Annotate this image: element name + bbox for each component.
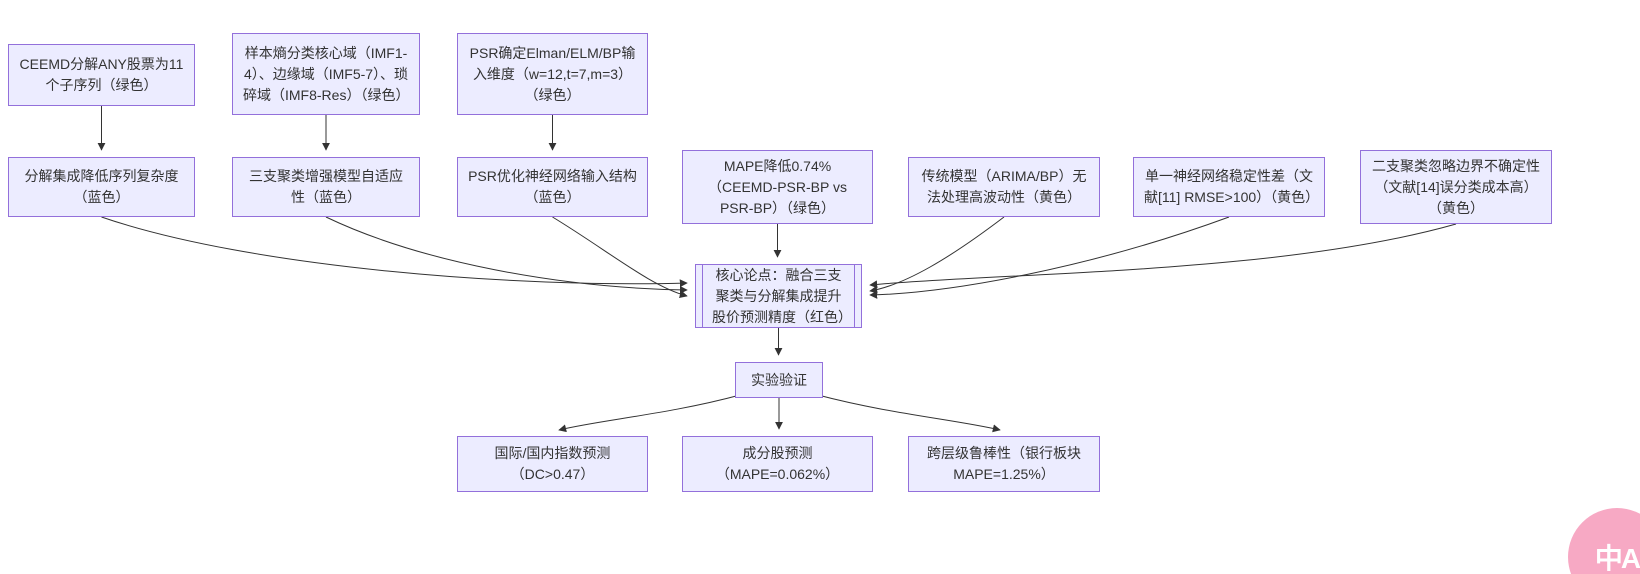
node-index-prediction: 国际/国内指数预测（DC>0.47）	[457, 436, 648, 492]
node-two-way-clustering-limitation: 二支聚类忽略边界不确定性（文献[14]误分类成本高）（黄色）	[1360, 150, 1552, 224]
node-label: CEEMD分解ANY股票为11个子序列（绿色）	[19, 56, 184, 93]
node-label: MAPE降低0.74%（CEEMD-PSR-BP vs PSR-BP）（绿色）	[708, 157, 847, 216]
node-label: 单一神经网络稳定性差（文献[11] RMSE>100）（黄色）	[1144, 168, 1320, 205]
node-sample-entropy-domains: 样本熵分类核心域（IMF1-4）、边缘域（IMF5-7）、琐碎域（IMF8-Re…	[232, 33, 420, 115]
node-label: 样本熵分类核心域（IMF1-4）、边缘域（IMF5-7）、琐碎域（IMF8-Re…	[243, 44, 410, 103]
edge-d-k	[101, 216, 688, 288]
node-three-way-clustering-adaptivity: 三支聚类增强模型自适应性（蓝色）	[232, 157, 420, 217]
node-label: 二支聚类忽略边界不确定性（文献[14]误分类成本高）（黄色）	[1372, 157, 1540, 216]
node-constituent-stock-prediction: 成分股预测（MAPE=0.062%）	[682, 436, 873, 492]
edge-h-k	[869, 216, 1005, 294]
node-label: 国际/国内指数预测（DC>0.47）	[494, 445, 611, 482]
edge-l-o	[817, 394, 1001, 433]
edge-e-k	[325, 216, 688, 294]
edge-l-m	[558, 394, 741, 433]
node-psr-optimizes-input-structure: PSR优化神经网络输入结构（蓝色）	[457, 157, 648, 217]
node-label: 实验验证	[751, 371, 807, 388]
node-label: 三支聚类增强模型自适应性（蓝色）	[249, 168, 403, 205]
node-traditional-model-limitation: 传统模型（ARIMA/BP）无法处理高波动性（黄色）	[908, 157, 1100, 217]
edge-i-k	[869, 216, 1230, 299]
node-label: 核心论点：融合三支聚类与分解集成提升股价预测精度（红色）	[712, 266, 852, 325]
node-label: 跨层级鲁棒性（银行板块 MAPE=1.25%）	[927, 445, 1081, 482]
node-experimental-validation: 实验验证	[735, 362, 823, 398]
translate-badge[interactable]: 中A	[1568, 508, 1640, 574]
node-cross-level-robustness: 跨层级鲁棒性（银行板块 MAPE=1.25%）	[908, 436, 1100, 492]
subroutine-inner-line-right	[854, 265, 855, 327]
edge-f-k	[552, 216, 688, 298]
node-mape-reduction: MAPE降低0.74%（CEEMD-PSR-BP vs PSR-BP）（绿色）	[682, 150, 873, 224]
node-label: 分解集成降低序列复杂度（蓝色）	[24, 168, 179, 205]
node-label: PSR确定Elman/ELM/BP输入维度（w=12,t=7,m=3）（绿色）	[469, 44, 636, 103]
node-psr-input-dimensions: PSR确定Elman/ELM/BP输入维度（w=12,t=7,m=3）（绿色）	[457, 33, 648, 115]
node-label: 传统模型（ARIMA/BP）无法处理高波动性（黄色）	[921, 168, 1087, 205]
subroutine-inner-line-left	[702, 265, 703, 327]
edge-j-k	[869, 223, 1457, 289]
node-label: PSR优化神经网络输入结构（蓝色）	[468, 168, 637, 205]
node-label: 成分股预测（MAPE=0.062%）	[715, 445, 840, 482]
node-decomposition-reduces-complexity: 分解集成降低序列复杂度（蓝色）	[8, 157, 195, 217]
node-ceemd-decomposition: CEEMD分解ANY股票为11个子序列（绿色）	[8, 44, 195, 106]
node-core-thesis: 核心论点：融合三支聚类与分解集成提升股价预测精度（红色）	[695, 264, 862, 328]
node-single-nn-instability: 单一神经网络稳定性差（文献[11] RMSE>100）（黄色）	[1133, 157, 1325, 217]
translate-badge-label: 中A	[1594, 543, 1640, 574]
